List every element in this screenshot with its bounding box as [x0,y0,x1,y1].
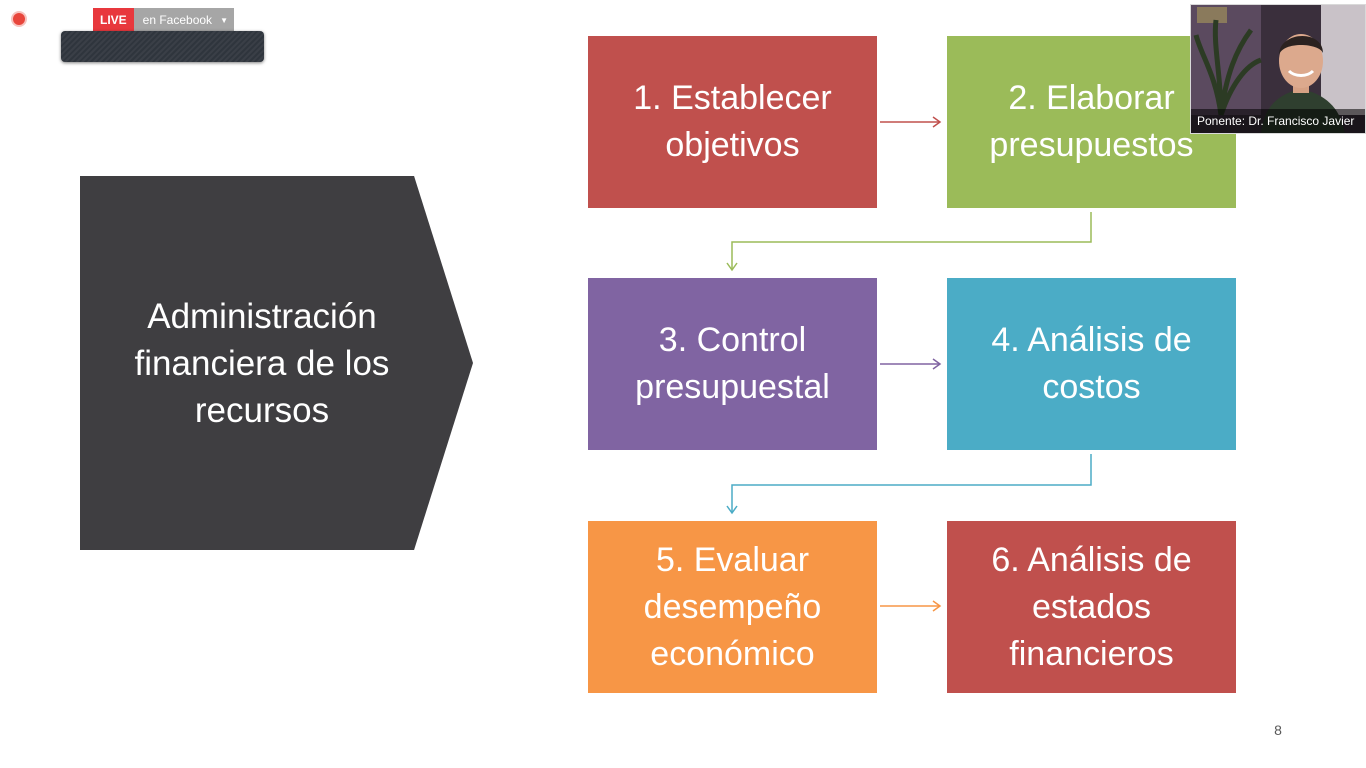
step-label-2: 2. Elaborar presupuestos [989,79,1194,164]
arrow-5-to-6 [880,600,942,612]
arrow-1-to-2 [880,116,942,128]
slide-page-number: 8 [1274,722,1282,738]
step-label-3: 3. Control presupuestal [635,321,830,406]
live-badge: LIVE [93,8,134,33]
step-label-4: 4. Análisis de costos [991,321,1192,406]
step-box-5: 5. Evaluar desempeño económico [588,521,877,693]
live-stream-indicator[interactable]: LIVE en Facebook ▼ [93,8,234,33]
step-label-6: 6. Análisis de estados financieros [991,540,1192,673]
step-box-3: 3. Control presupuestal [588,278,877,450]
speaker-caption: Ponente: Dr. Francisco Javier [1191,109,1365,133]
arrow-2-to-3 [726,212,1092,272]
arrow-3-to-4 [880,358,942,370]
main-chevron-shape [80,176,473,550]
step-box-2: 2. Elaborar presupuestos [947,36,1236,208]
main-chevron-label: Administración financiera de los recurso… [80,176,444,550]
speaker-video-thumbnail[interactable]: Ponente: Dr. Francisco Javier [1190,4,1366,134]
step-label-1: 1. Establecer objetivos [633,79,832,164]
stream-destination-dropdown[interactable]: en Facebook ▼ [133,8,234,33]
caret-down-icon: ▼ [220,16,228,25]
meeting-toolbar[interactable] [61,31,264,62]
stream-destination-label: en Facebook [142,13,213,27]
step-box-4: 4. Análisis de costos [947,278,1236,450]
step-box-6: 6. Análisis de estados financieros [947,521,1236,693]
arrow-4-to-5 [726,454,1092,515]
main-chevron-text: Administración financiera de los recurso… [134,296,390,430]
step-label-5: 5. Evaluar desempeño económico [643,540,822,673]
step-box-1: 1. Establecer objetivos [588,36,877,208]
recording-indicator-icon [13,13,25,25]
